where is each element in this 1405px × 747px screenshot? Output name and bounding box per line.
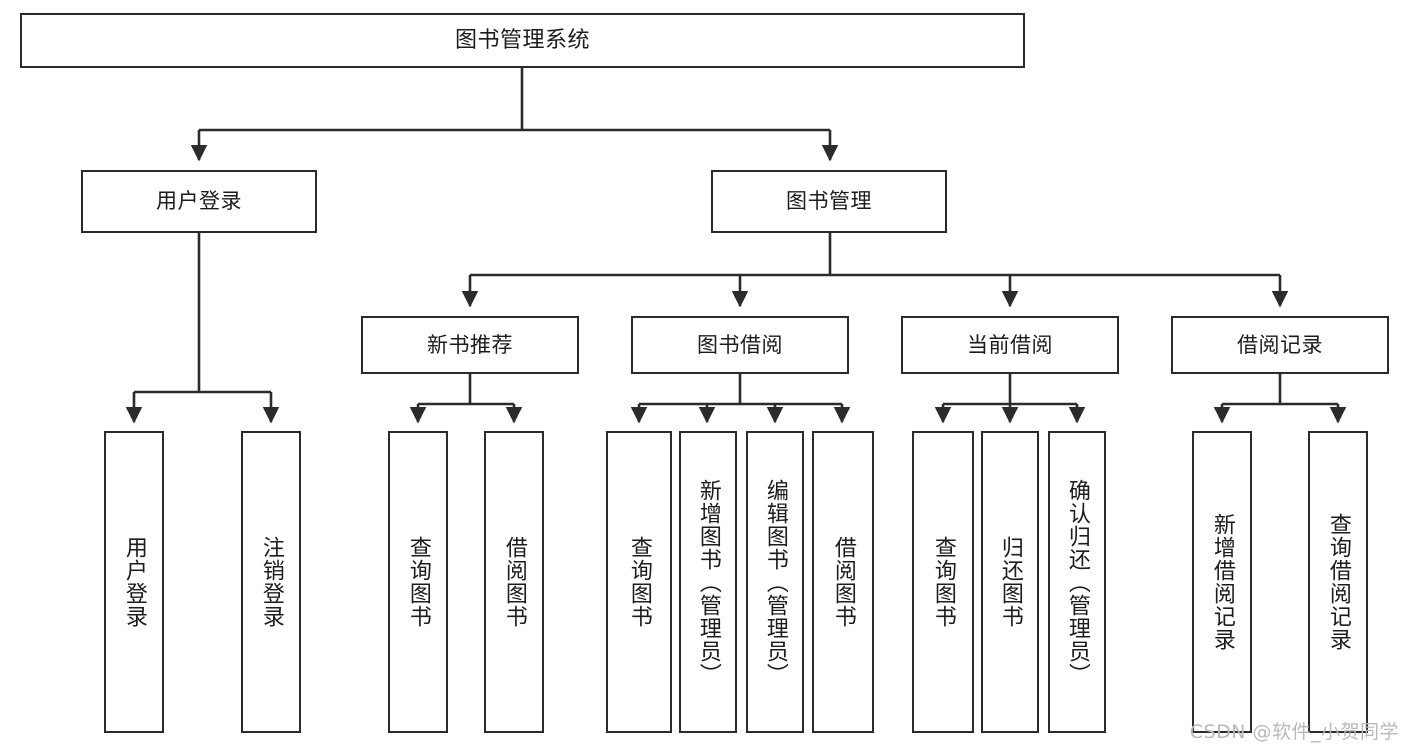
leaf-confirm-return-label: 确认归还（管理员） xyxy=(1064,478,1090,686)
watermark: CSDN @软件_小贺同学 xyxy=(1189,721,1399,743)
leaf-user-logout[interactable]: 注销登录 xyxy=(241,431,301,733)
leaf-borrow-book-1[interactable]: 借阅图书 xyxy=(484,431,544,733)
node-new-book-recommend-label: 新书推荐 xyxy=(427,332,513,357)
leaf-return-book[interactable]: 归还图书 xyxy=(981,431,1039,733)
node-current-borrow-label: 当前借阅 xyxy=(967,332,1053,357)
node-user-login[interactable]: 用户登录 xyxy=(81,170,317,233)
leaf-edit-book-label: 编辑图书（管理员） xyxy=(762,478,788,686)
node-root-label: 图书管理系统 xyxy=(454,27,590,53)
leaf-confirm-return[interactable]: 确认归还（管理员） xyxy=(1048,431,1106,733)
leaf-borrow-book-2[interactable]: 借阅图书 xyxy=(812,431,874,733)
leaf-query-book-2[interactable]: 查询图书 xyxy=(606,431,672,733)
leaf-user-login-label: 用户登录 xyxy=(121,536,147,628)
node-book-manage-label: 图书管理 xyxy=(786,189,872,214)
leaf-query-record-label: 查询借阅记录 xyxy=(1325,513,1351,651)
leaf-user-login[interactable]: 用户登录 xyxy=(104,431,164,733)
leaf-query-book-1-label: 查询图书 xyxy=(405,536,431,628)
leaf-edit-book[interactable]: 编辑图书（管理员） xyxy=(746,431,804,733)
leaf-query-book-3-label: 查询图书 xyxy=(930,536,956,628)
leaf-user-logout-label: 注销登录 xyxy=(258,536,284,628)
leaf-add-record[interactable]: 新增借阅记录 xyxy=(1192,431,1252,733)
node-current-borrow[interactable]: 当前借阅 xyxy=(901,316,1119,374)
leaf-query-record[interactable]: 查询借阅记录 xyxy=(1308,431,1368,733)
leaf-query-book-3[interactable]: 查询图书 xyxy=(912,431,974,733)
leaf-add-book[interactable]: 新增图书（管理员） xyxy=(679,431,737,733)
node-new-book-recommend[interactable]: 新书推荐 xyxy=(361,316,579,374)
leaf-query-book-2-label: 查询图书 xyxy=(626,536,652,628)
leaf-add-record-label: 新增借阅记录 xyxy=(1209,513,1235,651)
leaf-borrow-book-1-label: 借阅图书 xyxy=(501,536,527,628)
node-user-login-label: 用户登录 xyxy=(156,189,242,214)
node-borrow-record[interactable]: 借阅记录 xyxy=(1171,316,1389,374)
node-book-manage[interactable]: 图书管理 xyxy=(711,170,947,233)
node-borrow-record-label: 借阅记录 xyxy=(1237,332,1323,357)
leaf-return-book-label: 归还图书 xyxy=(997,536,1023,628)
leaf-borrow-book-2-label: 借阅图书 xyxy=(830,536,856,628)
leaf-add-book-label: 新增图书（管理员） xyxy=(695,478,721,686)
node-book-borrow[interactable]: 图书借阅 xyxy=(631,316,849,374)
node-root[interactable]: 图书管理系统 xyxy=(20,13,1025,68)
leaf-query-book-1[interactable]: 查询图书 xyxy=(388,431,448,733)
node-book-borrow-label: 图书借阅 xyxy=(697,332,783,357)
